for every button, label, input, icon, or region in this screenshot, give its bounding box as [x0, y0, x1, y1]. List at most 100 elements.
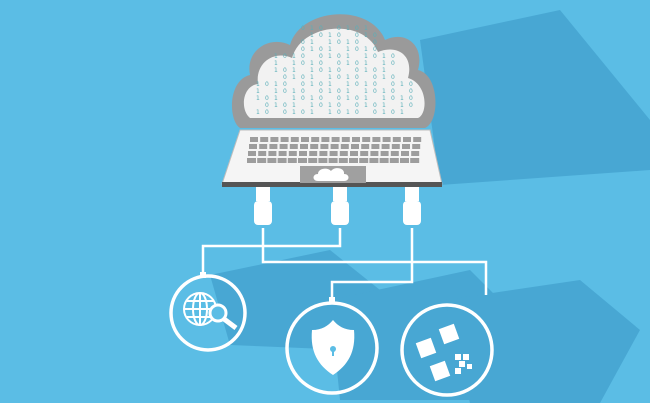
- key: [380, 151, 389, 156]
- key: [320, 144, 329, 149]
- binary-digit: 1: [310, 81, 314, 88]
- binary-digit: 1: [382, 67, 386, 74]
- binary-digit: 1: [256, 88, 260, 95]
- binary-digit: 0: [391, 53, 395, 60]
- binary-digit: 0: [355, 25, 359, 32]
- key: [371, 144, 380, 149]
- binary-digit: 0: [355, 39, 359, 46]
- key: [308, 158, 318, 163]
- binary-digit: 0: [355, 32, 359, 39]
- key: [321, 137, 330, 142]
- binary-digit: 0: [355, 81, 359, 88]
- binary-digit: 1: [292, 88, 296, 95]
- binary-digit: 1: [274, 95, 278, 102]
- binary-digit: 1: [328, 109, 332, 116]
- binary-digit: 1: [310, 74, 314, 81]
- binary-digit: 0: [391, 88, 395, 95]
- binary-digit: 0: [355, 60, 359, 67]
- key: [402, 144, 410, 149]
- binary-digit: 0: [301, 109, 305, 116]
- binary-digit: 1: [310, 95, 314, 102]
- key: [248, 151, 256, 156]
- binary-digit: 1: [346, 25, 350, 32]
- key: [352, 137, 360, 142]
- binary-digit: 0: [373, 109, 377, 116]
- key: [340, 144, 349, 149]
- key: [391, 144, 400, 149]
- binary-digit: 0: [319, 95, 323, 102]
- binary-digit: 0: [355, 102, 359, 109]
- binary-digit: 1: [364, 81, 368, 88]
- key: [392, 137, 401, 142]
- key: [299, 151, 307, 156]
- key: [267, 158, 277, 163]
- binary-digit: 1: [382, 109, 386, 116]
- binary-digit: 1: [346, 95, 350, 102]
- key: [389, 158, 399, 163]
- binary-digit: 0: [265, 109, 269, 116]
- binary-digit: 1: [310, 109, 314, 116]
- binary-digit: 0: [337, 95, 341, 102]
- key: [257, 158, 267, 163]
- key: [269, 144, 278, 149]
- binary-digit: 1: [310, 102, 314, 109]
- binary-digit: 0: [319, 46, 323, 53]
- key: [279, 144, 288, 149]
- binary-digit: 1: [292, 102, 296, 109]
- binary-digit: 0: [319, 102, 323, 109]
- binary-digit: 0: [337, 102, 341, 109]
- binary-digit: 1: [274, 53, 278, 60]
- key: [301, 137, 309, 142]
- shield-keyhole-icon: [311, 320, 355, 375]
- binary-digit: 1: [310, 39, 314, 46]
- key: [349, 158, 358, 163]
- binary-digit: 0: [373, 74, 377, 81]
- binary-digit: 0: [319, 67, 323, 74]
- key: [328, 158, 338, 163]
- binary-digit: 0: [355, 67, 359, 74]
- key: [250, 137, 258, 142]
- key: [247, 158, 256, 163]
- binary-digit: 1: [274, 81, 278, 88]
- key: [410, 158, 420, 163]
- key: [359, 158, 369, 163]
- key: [413, 137, 422, 142]
- key: [288, 151, 297, 156]
- binary-digit: 1: [328, 67, 332, 74]
- binary-digit: 1: [382, 88, 386, 95]
- binary-digit: 0: [373, 39, 377, 46]
- binary-digit: 0: [337, 67, 341, 74]
- key: [289, 144, 298, 149]
- key: [370, 151, 379, 156]
- key: [400, 158, 409, 163]
- binary-digit: 0: [409, 88, 413, 95]
- binary-digit: 0: [373, 67, 377, 74]
- binary-digit: 1: [328, 88, 332, 95]
- binary-digit: 1: [310, 67, 314, 74]
- key: [258, 151, 267, 156]
- binary-digit: 1: [346, 53, 350, 60]
- laptop-front-edge: [222, 182, 442, 187]
- key: [411, 151, 420, 156]
- key: [390, 151, 399, 156]
- key: [350, 151, 358, 156]
- binary-digit: 1: [346, 109, 350, 116]
- binary-digit: 1: [364, 88, 368, 95]
- binary-digit: 1: [310, 25, 314, 32]
- key: [330, 144, 339, 149]
- binary-digit: 1: [292, 60, 296, 67]
- binary-digit: 0: [301, 39, 305, 46]
- key: [270, 137, 279, 142]
- binary-digit: 1: [346, 46, 350, 53]
- key: [311, 137, 320, 142]
- binary-digit: 0: [283, 88, 287, 95]
- binary-digit: 1: [364, 67, 368, 74]
- binary-digit: 0: [373, 32, 377, 39]
- key: [268, 151, 277, 156]
- key: [338, 158, 348, 163]
- binary-digit: 0: [283, 102, 287, 109]
- key: [331, 137, 340, 142]
- binary-digit: 0: [409, 95, 413, 102]
- binary-digit: 0: [373, 53, 377, 60]
